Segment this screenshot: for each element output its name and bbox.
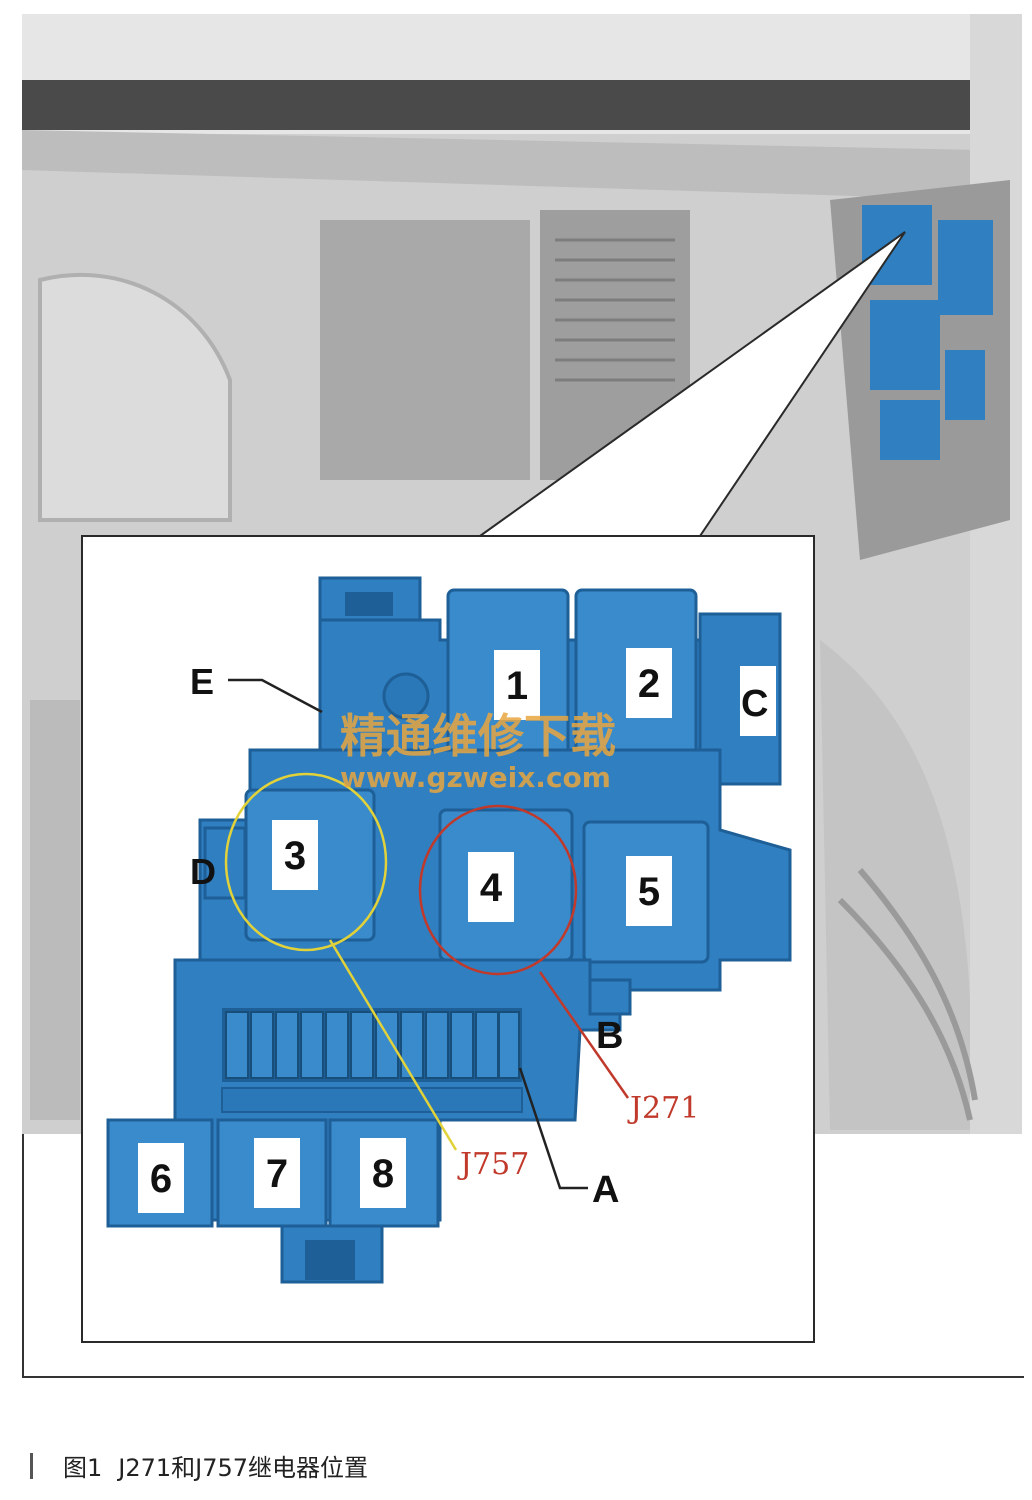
relay-1-label: 1	[506, 664, 528, 708]
caption-text: J271和J757继电器位置	[118, 1454, 369, 1482]
e-leader-line	[228, 678, 323, 714]
relay-6-label: 6	[150, 1157, 172, 1201]
relay-4-label: 4	[480, 866, 503, 910]
label-b: B	[596, 1015, 623, 1057]
caption-bar	[30, 1452, 33, 1479]
figure-caption: 图1 J271和J757继电器位置	[30, 1448, 368, 1483]
callout-j271: J271	[627, 1091, 699, 1126]
callout-j757: J757	[457, 1147, 529, 1182]
relay-3-label: 3	[284, 834, 306, 878]
label-a: A	[592, 1169, 619, 1211]
relay-5-label: 5	[638, 870, 660, 914]
relay-2-label: 2	[638, 662, 660, 706]
watermark-title: 精通维修下载	[340, 709, 616, 763]
j757-leader-line	[328, 939, 458, 1151]
relay-7-label: 7	[266, 1152, 288, 1196]
j271-highlight-circle	[418, 804, 578, 976]
j271-leader-line	[538, 971, 630, 1099]
relay-8-label: 8	[372, 1152, 394, 1196]
a-leader-line	[518, 1067, 588, 1190]
j757-highlight-circle	[224, 772, 388, 952]
label-c: C	[741, 683, 768, 725]
fuse-relay-box	[106, 576, 792, 1284]
label-e: E	[190, 661, 214, 702]
watermark-url: www.gzweix.com	[340, 761, 611, 794]
relay-number-cards	[138, 648, 776, 1213]
label-d: D	[190, 851, 216, 892]
caption-figure-number: 图1	[63, 1454, 103, 1482]
